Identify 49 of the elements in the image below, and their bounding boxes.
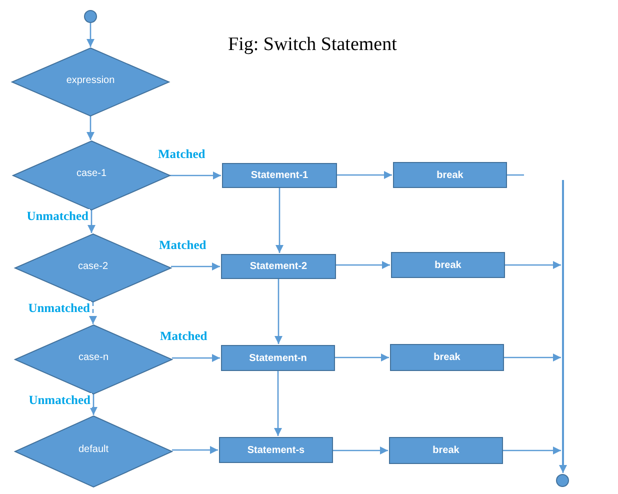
connector-arrow xyxy=(337,171,392,179)
connector-arrow xyxy=(171,262,220,270)
decision-diamond xyxy=(12,48,169,116)
process-box xyxy=(219,437,333,463)
process-box xyxy=(222,163,337,188)
connector-arrow xyxy=(335,354,389,362)
connector-arrow xyxy=(274,371,282,436)
node-label: break xyxy=(432,445,460,456)
connector-arrow xyxy=(274,279,282,344)
decision-diamond xyxy=(15,416,172,487)
process-box xyxy=(221,345,335,371)
connector-arrow xyxy=(172,446,218,454)
connector-arrow xyxy=(86,116,94,140)
node-label: break xyxy=(434,352,460,363)
connector-arrow xyxy=(88,210,96,233)
edge-label: Matched xyxy=(157,146,206,162)
node-label: Statement-n xyxy=(249,352,307,364)
connector-arrow xyxy=(86,23,94,47)
terminal-circle xyxy=(556,474,569,487)
node-label: default xyxy=(78,444,109,455)
diagram-title: Fig: Switch Statement xyxy=(228,34,397,56)
node-label: expression xyxy=(66,74,115,86)
process-box xyxy=(389,437,503,464)
connector-arrow xyxy=(170,172,221,180)
node-label: break xyxy=(434,260,462,270)
connector-arrow xyxy=(505,261,561,269)
connector-arrow xyxy=(89,302,97,324)
connector-arrow xyxy=(504,354,561,362)
node-label: case-2 xyxy=(78,260,108,272)
connector-arrow xyxy=(333,446,388,454)
node-label: Statement-1 xyxy=(250,170,308,181)
node-label: case-n xyxy=(78,352,108,363)
node-label: Statement-s xyxy=(247,444,305,456)
connector-arrow xyxy=(172,354,220,362)
connector-arrow xyxy=(336,261,390,269)
connector-arrow xyxy=(503,446,561,454)
connector-arrow xyxy=(276,188,284,253)
process-box xyxy=(390,344,504,371)
node-label: break xyxy=(436,170,464,180)
edge-label: Unmatched xyxy=(28,393,92,408)
edge-label: Matched xyxy=(158,238,208,252)
process-box xyxy=(221,254,336,279)
node-label: case-1 xyxy=(76,168,106,179)
node-label: Statement-2 xyxy=(250,261,308,272)
process-box xyxy=(391,252,505,278)
process-box xyxy=(393,162,507,188)
connector-arrow xyxy=(559,465,567,473)
terminal-circle xyxy=(84,10,97,23)
connector-arrow xyxy=(90,394,98,415)
